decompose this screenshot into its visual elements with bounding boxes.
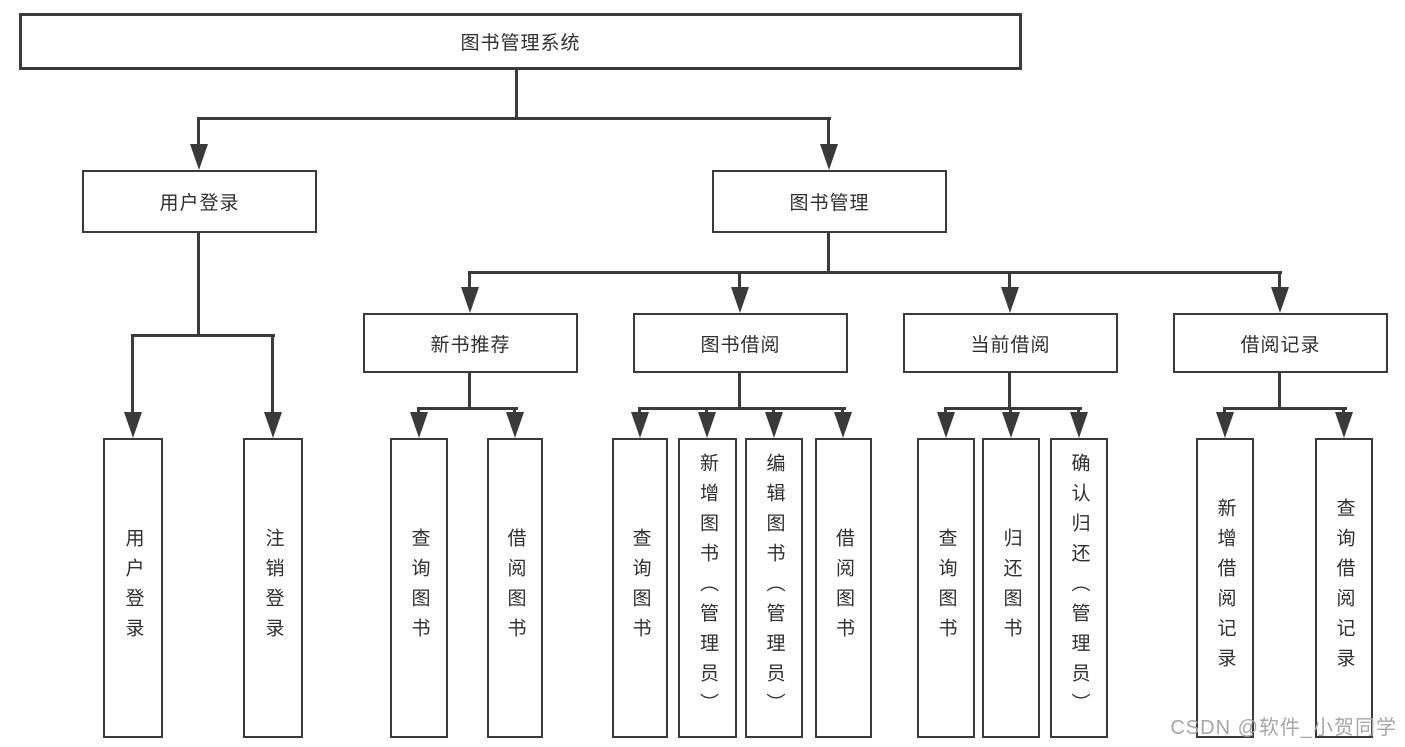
connector-user-login-stem xyxy=(197,233,200,336)
arrow-down-icon xyxy=(190,144,208,170)
node-label: 用户登录 xyxy=(159,193,240,214)
leaf-label: 用户登录 xyxy=(122,528,144,648)
leaf-label: 注销登录 xyxy=(262,528,284,648)
node-new-book-recommend: 新书推荐 xyxy=(363,313,578,373)
connector-current-borrowing-bar xyxy=(944,407,1082,410)
connector-book-mgmt-bar xyxy=(468,271,1282,274)
arrow-down-icon xyxy=(1216,412,1234,438)
connector-new-book-bar xyxy=(417,407,518,410)
arrow-down-icon xyxy=(631,412,649,438)
leaf-edit-books-admin: 编辑图书（管理员） xyxy=(745,438,803,738)
node-label: 图书管理 xyxy=(789,193,870,214)
leaf-label: 借阅图书 xyxy=(833,528,854,648)
node-current-borrowing: 当前借阅 xyxy=(903,313,1118,373)
leaf-confirm-return-admin: 确认归还（管理员） xyxy=(1050,438,1108,738)
connector-leg-leaf-logout xyxy=(271,334,274,414)
connector-book-borrowing-stem xyxy=(738,373,741,410)
connector-root-bar xyxy=(197,117,831,120)
node-book-borrowing: 图书借阅 xyxy=(633,313,848,373)
connector-book-borrowing-bar xyxy=(638,407,846,410)
arrow-down-icon xyxy=(698,412,716,438)
leaf-query-books-borrowing: 查询图书 xyxy=(612,438,668,738)
connector-book-mgmt-stem xyxy=(827,233,830,274)
node-library-management-system: 图书管理系统 xyxy=(19,13,1022,70)
leaf-query-borrow-record: 查询借阅记录 xyxy=(1315,438,1373,738)
arrow-down-icon xyxy=(1002,412,1020,438)
connector-leg-book-borrowing xyxy=(738,271,741,293)
leaf-query-books-recommend: 查询图书 xyxy=(390,438,448,738)
leaf-label: 新增图书（管理员） xyxy=(697,453,718,723)
arrow-down-icon xyxy=(765,412,783,438)
leaf-logout: 注销登录 xyxy=(243,438,303,738)
connector-leg-user-login xyxy=(197,117,200,155)
leaf-return-books: 归还图书 xyxy=(982,438,1040,738)
leaf-label: 借阅图书 xyxy=(504,528,526,648)
arrow-down-icon xyxy=(820,144,838,170)
connector-borrowing-records-bar xyxy=(1223,407,1347,410)
node-label: 当前借阅 xyxy=(970,334,1051,356)
node-label: 借阅记录 xyxy=(1240,334,1321,356)
node-label: 新书推荐 xyxy=(430,334,511,356)
arrow-down-icon xyxy=(506,412,524,438)
leaf-label: 查询借阅记录 xyxy=(1333,498,1355,678)
arrow-down-icon xyxy=(264,412,282,438)
connector-current-borrowing-stem xyxy=(1008,373,1011,410)
connector-leg-current-borrowing xyxy=(1008,271,1011,293)
arrow-down-icon xyxy=(461,287,479,313)
leaf-label: 归还图书 xyxy=(1000,528,1022,648)
arrow-down-icon xyxy=(1271,287,1289,313)
leaf-label: 查询图书 xyxy=(629,528,651,648)
arrow-down-icon xyxy=(410,412,428,438)
leaf-label: 确认归还（管理员） xyxy=(1068,453,1090,723)
node-borrowing-records: 借阅记录 xyxy=(1173,313,1388,373)
arrow-down-icon xyxy=(834,412,852,438)
arrow-down-icon xyxy=(124,412,142,438)
arrow-down-icon xyxy=(1335,412,1353,438)
leaf-borrow-books-borrowing: 借阅图书 xyxy=(815,438,872,738)
leaf-user-login: 用户登录 xyxy=(103,438,163,738)
leaf-label: 查询图书 xyxy=(408,528,430,648)
arrow-down-icon xyxy=(1001,287,1019,313)
leaf-label: 新增借阅记录 xyxy=(1214,498,1236,678)
connector-borrowing-records-stem xyxy=(1278,373,1281,410)
connector-leg-new-book xyxy=(468,271,471,293)
connector-root-stem xyxy=(515,70,518,119)
leaf-label: 编辑图书（管理员） xyxy=(763,453,785,723)
leaf-add-books-admin: 新增图书（管理员） xyxy=(678,438,737,738)
leaf-add-borrow-record: 新增借阅记录 xyxy=(1196,438,1254,738)
leaf-label: 查询图书 xyxy=(935,528,957,648)
node-label: 图书管理系统 xyxy=(460,33,581,54)
leaf-borrow-books-recommend: 借阅图书 xyxy=(487,438,543,738)
connector-leg-borrowing-records xyxy=(1278,271,1281,293)
connector-leg-leaf-user-login xyxy=(131,334,134,414)
connector-user-login-bar xyxy=(131,334,275,337)
connector-leg-book-management xyxy=(827,117,830,155)
leaf-query-books-current: 查询图书 xyxy=(917,438,975,738)
arrow-down-icon xyxy=(731,287,749,313)
csdn-watermark: CSDN @软件_小贺同学 xyxy=(1170,717,1397,739)
node-label: 图书借阅 xyxy=(700,334,781,356)
arrow-down-icon xyxy=(1070,412,1088,438)
connector-new-book-stem xyxy=(468,373,471,410)
arrow-down-icon xyxy=(937,412,955,438)
node-book-management: 图书管理 xyxy=(712,170,947,233)
node-user-login: 用户登录 xyxy=(82,170,317,233)
